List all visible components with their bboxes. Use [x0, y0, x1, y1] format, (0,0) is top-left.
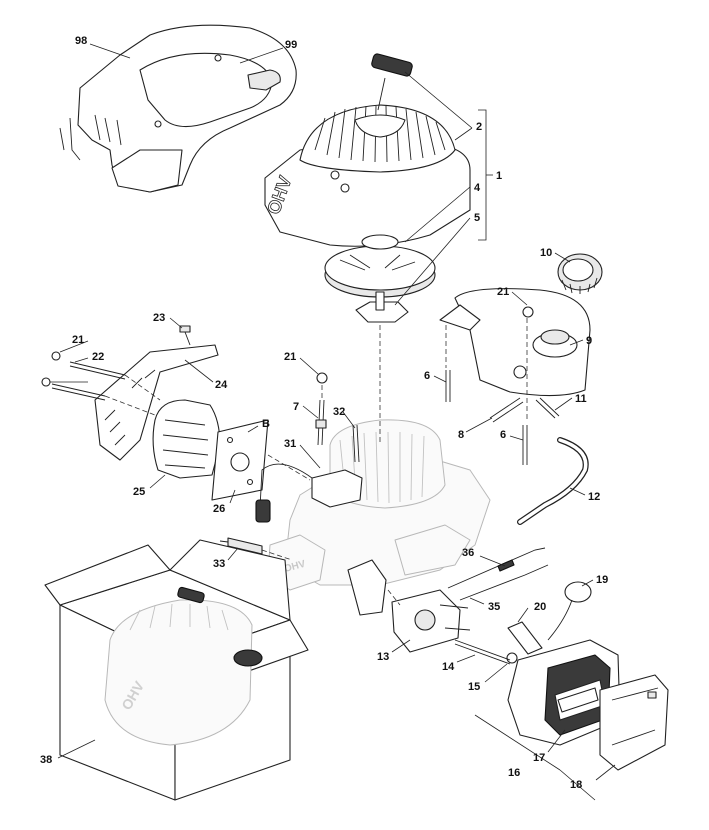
recoil-starter: OHV [263, 53, 471, 247]
starter-pulley [324, 234, 436, 323]
callout-12: 12 [588, 491, 600, 503]
callout-18: 18 [570, 779, 582, 791]
callout-38: 38 [40, 754, 52, 766]
callout-6-upper: 6 [424, 370, 430, 382]
callout-14: 14 [442, 661, 455, 673]
air-filter-assembly [507, 639, 669, 771]
callout-2: 2 [476, 121, 482, 133]
fuel-line [517, 437, 589, 525]
fasteners [41, 306, 560, 664]
engine-block-ghost: OHV [267, 419, 491, 591]
callout-9: 9 [586, 335, 592, 347]
callout-15: 15 [468, 681, 480, 693]
callout-10: 10 [540, 247, 552, 259]
muffler-assembly [94, 344, 269, 501]
callout-16: 16 [508, 767, 520, 779]
callout-17: 17 [533, 752, 545, 764]
engine-top-cover [59, 24, 297, 193]
callout-13: 13 [377, 651, 389, 663]
primer-bulb [507, 581, 592, 655]
callout-5: 5 [474, 212, 480, 224]
callout-36: 36 [462, 547, 474, 559]
callout-21-left: 21 [72, 334, 84, 346]
callout-23: 23 [153, 312, 165, 324]
callout-26: 26 [213, 503, 225, 515]
callout-21-center: 21 [284, 351, 296, 363]
callout-98: 98 [75, 35, 87, 47]
callout-19: 19 [596, 574, 608, 586]
callout-24: 24 [215, 379, 228, 391]
callout-22: 22 [92, 351, 104, 363]
callout-33: 33 [213, 558, 225, 570]
callout-20: 20 [534, 601, 546, 613]
callout-B: B [262, 418, 270, 430]
ignition-coil [219, 463, 363, 555]
callout-1: 1 [496, 170, 502, 182]
callout-6-lower: 6 [500, 429, 506, 441]
callout-32: 32 [333, 406, 345, 418]
callout-21-tank: 21 [497, 286, 509, 298]
callout-35: 35 [488, 601, 500, 613]
callout-7: 7 [293, 401, 299, 413]
callout-4: 4 [474, 182, 481, 194]
alignment-lines [104, 318, 596, 801]
callout-8: 8 [458, 429, 464, 441]
callout-25: 25 [133, 486, 145, 498]
callout-31: 31 [284, 438, 296, 450]
callout-11: 11 [575, 393, 587, 405]
carburetor [347, 547, 549, 665]
fuel-tank [439, 253, 603, 397]
leader-lines [50, 43, 616, 781]
shipping-box: OHV [44, 539, 309, 801]
callout-labels: 98 99 2 1 4 5 10 21 9 23 21 22 24 21 6 7… [40, 35, 608, 791]
callout-99: 99 [285, 39, 297, 51]
